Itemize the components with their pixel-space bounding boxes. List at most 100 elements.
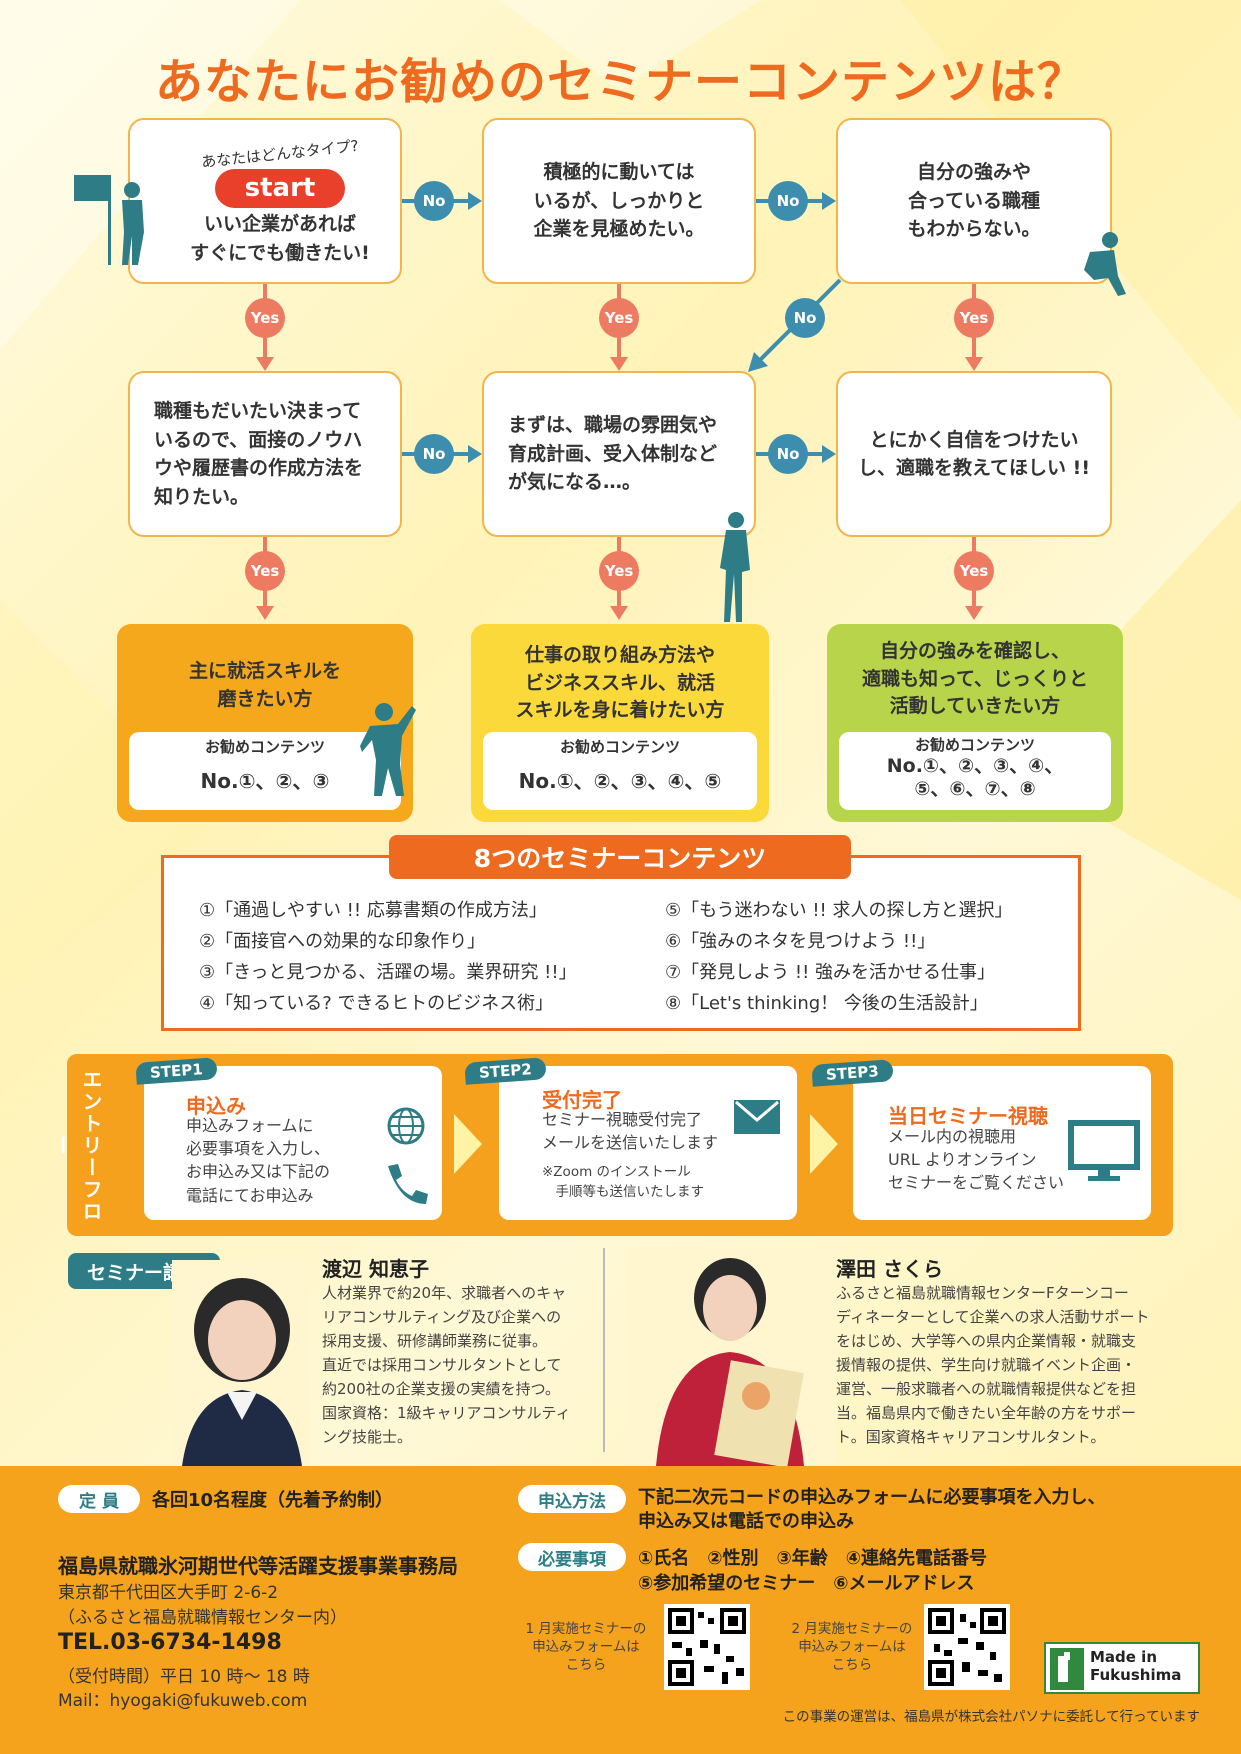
seminar-item-2: ②「面接官への効果的な印象作り」 — [199, 931, 486, 952]
result-1-value: No.①、②、③ — [200, 769, 330, 793]
seminar-item-7: ⑦「発見しよう !! 強みを活かせる仕事」 — [665, 962, 996, 983]
question-box-3: 自分の強みや 合っている職種 もわからない。 — [836, 118, 1112, 284]
lecturer-1-bio: 人材業界で約20年、求職者へのキャ リアコンサルティング及び企業への 採用支援、… — [322, 1284, 571, 1446]
seminar-list-title: 8つのセミナーコンテンツ — [389, 835, 851, 879]
requirements-line-1: ①氏名 ②性別 ③年齢 ④連絡先電話番号 — [638, 1548, 987, 1569]
method-text: 下記二次元コードの申込みフォームに必要事項を入力し、 申込み又は電話での申込み — [638, 1487, 1106, 1533]
no-badge: No — [785, 298, 825, 338]
mail-icon — [734, 1100, 780, 1134]
requirements-tag: 必要事項 — [518, 1543, 626, 1571]
result-2-title: 仕事の取り組み方法や ビジネススキル、就活 スキルを身に着けたい方 — [515, 644, 725, 722]
question-box-4: 職種もだいたい決まって いるので、面接のノウハ ウや履歴書の作成方法を 知りたい… — [128, 371, 402, 537]
step-1-heading: 申込み — [186, 1094, 246, 1118]
info-section — [0, 1466, 1241, 1754]
seminar-item-1: ①「通過しやすい !! 応募書類の作成方法」 — [199, 900, 547, 921]
seminar-item-4: ④「知っている? できるヒトのビジネス術」 — [199, 993, 554, 1014]
result-card-1: 主に就活スキルを 磨きたい方 お勧めコンテンツ No.①、②、③ — [117, 624, 413, 822]
result-3-panel: お勧めコンテンツ No.①、②、③、④、 ⑤、⑥、⑦、⑧ — [839, 732, 1111, 810]
lecturer-1-photo — [172, 1260, 310, 1466]
phone-icon — [388, 1164, 428, 1204]
start-badge: start — [214, 169, 346, 209]
step-3-card — [853, 1066, 1151, 1220]
step-3-heading: 当日セミナー視聴 — [888, 1104, 1048, 1128]
monitor-icon — [1068, 1120, 1140, 1181]
seminar-item-6: ⑥「強みのネタを見つけよう !!」 — [665, 931, 936, 952]
address-line-1: 東京都千代田区大手町 2-6-2 — [58, 1583, 279, 1603]
office-name: 福島県就職氷河期世代等活躍支援事業事務局 — [58, 1554, 458, 1578]
yes-badge: Yes — [245, 298, 285, 338]
result-3-value: No.①、②、③、④、 ⑤、⑥、⑦、⑧ — [886, 755, 1064, 800]
yes-badge: Yes — [954, 298, 994, 338]
fukushima-logo-icon — [1050, 1648, 1084, 1690]
question-box-6: とにかく自信をつけたい し、適職を教えてほしい !! — [836, 371, 1112, 537]
result-1-title: 主に就活スキルを 磨きたい方 — [188, 660, 341, 710]
result-2-label: お勧めコンテンツ — [559, 738, 680, 756]
requirements-line-2: ⑤参加希望のセミナー ⑥メールアドレス — [638, 1573, 975, 1594]
step-3-text: メール内の視聴用 URL よりオンライン セミナーをご覧ください — [888, 1127, 1065, 1193]
no-badge: No — [414, 434, 454, 474]
page-title: あなたにお勧めのセミナーコンテンツは？ — [154, 54, 1086, 110]
footer-note: この事業の運営は、福島県が株式会社パソナに委託して行っています — [782, 1709, 1200, 1725]
arrow-down-icon — [256, 357, 274, 371]
lecturer-2-photo — [626, 1248, 836, 1466]
step-1-card — [144, 1066, 442, 1220]
question-1-text: いい企業があれば すぐにでも働きたい! — [190, 213, 370, 264]
made-in-fukushima-badge: Made in Fukushima — [1044, 1642, 1200, 1694]
seminar-item-8: ⑧「Let's thinking！ 今後の生活設計」 — [665, 993, 988, 1014]
badge-text: Made in Fukushima — [1090, 1648, 1182, 1684]
chevron-right-icon — [810, 1114, 838, 1174]
no-badge: No — [768, 434, 808, 474]
globe-icon — [387, 1107, 425, 1145]
yes-badge: Yes — [245, 551, 285, 591]
man-icon — [360, 703, 416, 796]
result-1-label: お勧めコンテンツ — [204, 738, 325, 756]
method-tag: 申込方法 — [518, 1485, 626, 1513]
result-card-2: 仕事の取り組み方法や ビジネススキル、就活 スキルを身に着けたい方 お勧めコンテ… — [471, 624, 769, 822]
result-2-panel: お勧めコンテンツ No.①、②、③、④、⑤ — [483, 732, 757, 810]
no-badge: No — [768, 181, 808, 221]
yes-badge: Yes — [599, 551, 639, 591]
capacity-text: 各回10名程度（先着予約制） — [152, 1490, 394, 1511]
question-box-5: まずは、職場の雰囲気や 育成計画、受入体制など が気になる…。 — [482, 371, 756, 537]
lecturer-2-bio: ふるさと福島就職情報センターFターンコー ディネーターとして企業への求人活動サポ… — [836, 1284, 1150, 1446]
question-box-1: あなたはどんなタイプ? start いい企業があれば すぐにでも働きたい! — [128, 118, 402, 284]
arrow-right-icon — [468, 192, 482, 210]
tel-number: TEL.03-6734-1498 — [58, 1630, 282, 1655]
result-3-title: 自分の強みを確認し、 適職も知って、じっくりと 活動していきたい方 — [861, 640, 1089, 718]
result-1-panel: お勧めコンテンツ No.①、②、③ — [129, 732, 401, 810]
arrow-right-icon — [468, 445, 482, 463]
step-2-note: ※Zoom のインストール 手順等も送信いたします — [542, 1164, 704, 1200]
arrow-down-icon — [256, 606, 274, 620]
arrow-down-icon — [610, 357, 628, 371]
entry-flow-label: エントリーフロー — [50, 1069, 103, 1223]
yes-badge: Yes — [599, 298, 639, 338]
no-badge: No — [414, 181, 454, 221]
arrow-down-icon — [965, 606, 983, 620]
lecturer-2-name: 澤田 さくら — [836, 1257, 943, 1281]
step-2-heading: 受付完了 — [542, 1088, 622, 1112]
flag-person-icon — [74, 175, 144, 265]
result-3-label: お勧めコンテンツ — [914, 736, 1035, 754]
qr-code-2[interactable] — [924, 1604, 1010, 1690]
background-pattern — [0, 0, 1241, 1000]
qr-2-label: 2 月実施セミナーの 申込みフォームは こちら — [791, 1621, 913, 1674]
divider — [603, 1248, 605, 1452]
arrow-down-icon — [610, 606, 628, 620]
step-2-card — [499, 1066, 797, 1220]
start-question: あなたはどんなタイプ? — [200, 136, 360, 171]
mail-address[interactable]: Mail：hyogaki@fukuweb.com — [58, 1691, 308, 1711]
qr-1-label: 1 月実施セミナーの 申込みフォームは こちら — [525, 1621, 647, 1674]
arrow-right-icon — [822, 192, 836, 210]
seminar-item-3: ③「きっと見つかる、活躍の場。業界研究 !!」 — [199, 962, 577, 983]
step-1-text: 申込みフォームに 必要事項を入力し、 お申込み又は下記の 電話にてお申込み — [186, 1116, 331, 1205]
qr-code-1[interactable] — [664, 1604, 750, 1690]
chevron-right-icon — [454, 1114, 482, 1174]
result-2-value: No.①、②、③、④、⑤ — [518, 769, 722, 793]
arrow-right-icon — [822, 445, 836, 463]
woman-icon — [720, 512, 750, 622]
question-box-2: 積極的に動いては いるが、しっかりと 企業を見極めたい。 — [482, 118, 756, 284]
result-card-3: 自分の強みを確認し、 適職も知って、じっくりと 活動していきたい方 お勧めコンテ… — [827, 624, 1123, 822]
step-2-text: セミナー視聴受付完了 メールを送信いたします — [542, 1110, 719, 1153]
yes-badge: Yes — [954, 551, 994, 591]
capacity-tag: 定 員 — [58, 1485, 140, 1513]
